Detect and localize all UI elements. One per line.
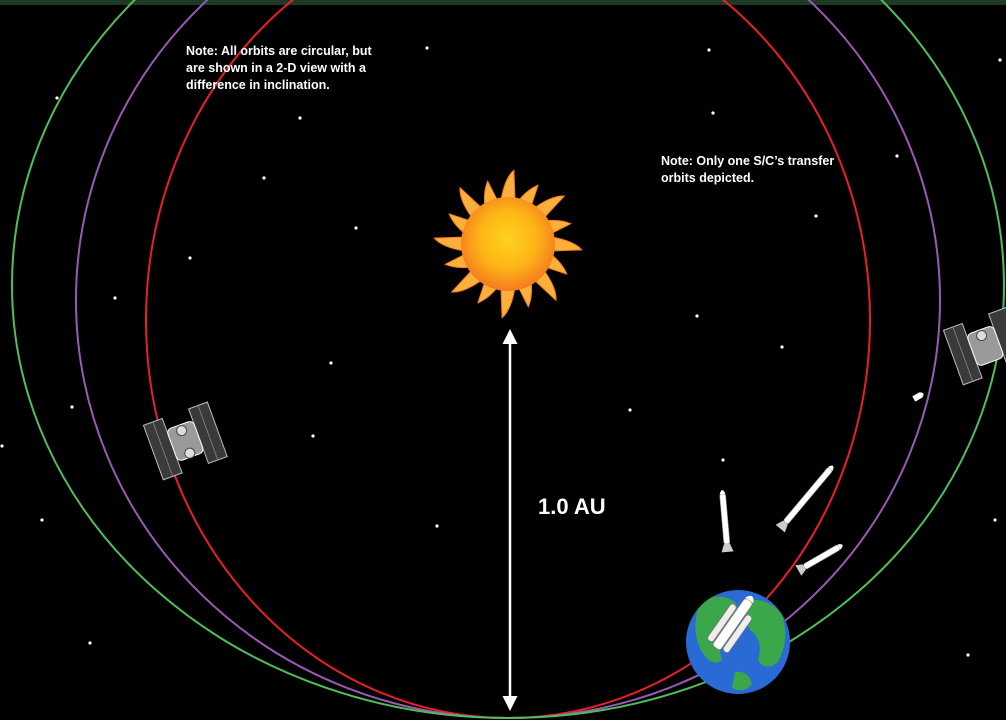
star-icon	[695, 314, 699, 318]
star-icon	[966, 653, 970, 657]
star-icon	[0, 444, 4, 448]
star-icon	[262, 176, 266, 180]
star-icon	[998, 58, 1002, 62]
star-icon	[814, 214, 818, 218]
earth-icon	[686, 590, 790, 694]
capsule-icon	[912, 392, 924, 402]
star-icon	[298, 116, 302, 120]
star-icon	[40, 518, 44, 522]
rocket-icon	[719, 490, 734, 553]
orbit-green	[11, 0, 1005, 719]
star-icon	[993, 518, 997, 522]
star-icon	[425, 46, 429, 50]
star-icon	[780, 345, 784, 349]
rocket-icon	[795, 544, 843, 576]
distance-label: 1.0 AU	[538, 494, 606, 519]
note-orbits-circular: Note: All orbits are circular, but are s…	[186, 44, 372, 92]
rocket-icon	[775, 465, 834, 533]
star-icon	[435, 524, 439, 528]
star-icon	[88, 641, 92, 645]
star-icon	[895, 154, 899, 158]
star-field	[0, 46, 1002, 657]
star-icon	[311, 434, 315, 438]
satellite-icon	[942, 306, 1006, 386]
sun-icon	[433, 169, 583, 319]
satellite-icon	[142, 401, 228, 481]
note-transfer-orbits: Note: Only one S/C’s transfer orbits dep…	[661, 154, 835, 185]
star-icon	[721, 458, 725, 462]
top-border	[0, 0, 1006, 5]
star-icon	[55, 96, 59, 100]
star-icon	[70, 405, 74, 409]
star-icon	[628, 408, 632, 412]
star-icon	[707, 48, 711, 52]
star-icon	[329, 361, 333, 365]
star-icon	[354, 226, 358, 230]
orbit-purple	[75, 0, 941, 719]
star-icon	[711, 111, 715, 115]
star-icon	[113, 296, 117, 300]
star-icon	[188, 256, 192, 260]
